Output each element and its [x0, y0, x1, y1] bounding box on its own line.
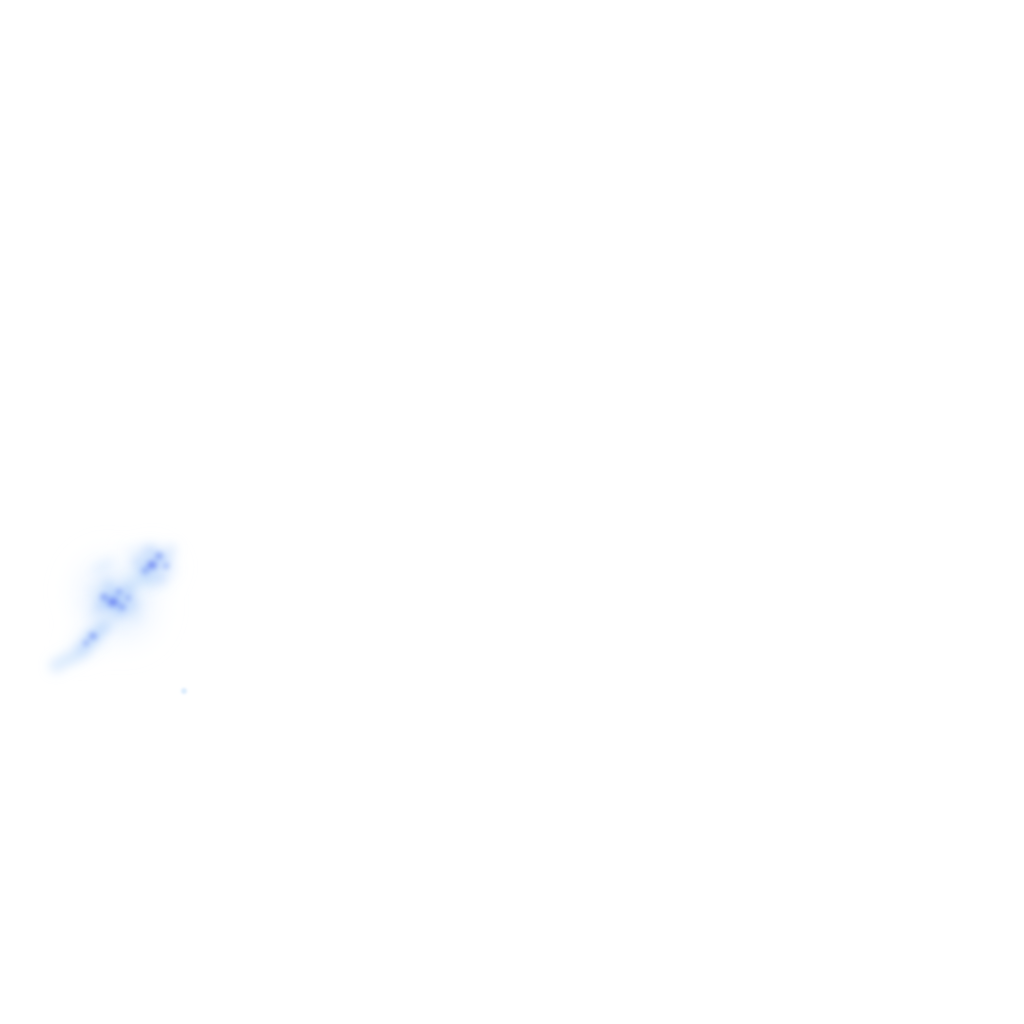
- isolated-speck: [181, 688, 187, 694]
- lower-left-tail-core: [82, 631, 99, 647]
- upper-right-cluster-core: [140, 551, 170, 576]
- satellite-puffs: [74, 562, 168, 652]
- central-cluster-core: [98, 588, 132, 612]
